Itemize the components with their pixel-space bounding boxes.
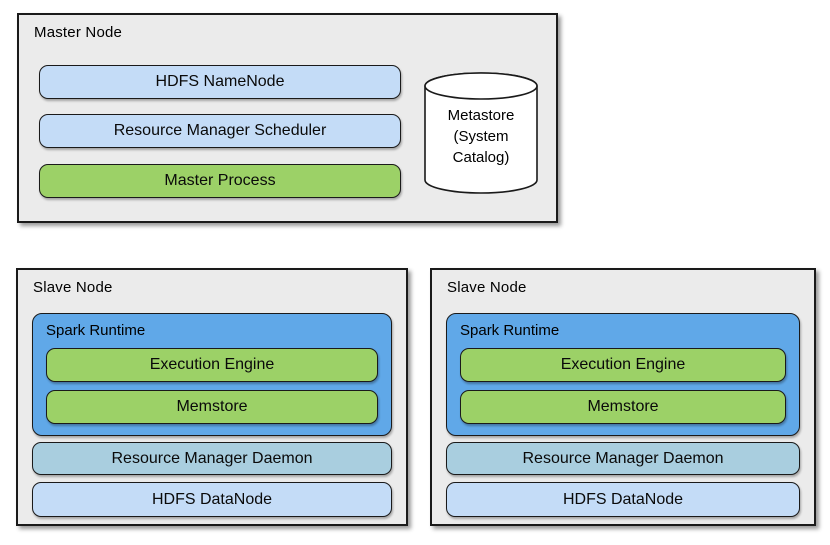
metastore-label-line: (System (453, 128, 509, 145)
slave-node-2: Slave Node Spark Runtime Execution Engin… (430, 268, 816, 526)
spark-runtime-title: Spark Runtime (460, 322, 560, 339)
slave-node-title: Slave Node (447, 279, 527, 296)
hdfs-datanode-box: HDFS DataNode (32, 482, 392, 517)
resource-manager-scheduler-box: Resource Manager Scheduler (39, 114, 401, 148)
spark-runtime-title: Spark Runtime (46, 322, 146, 339)
spark-runtime-box: Spark Runtime Execution Engine Memstore (446, 313, 800, 436)
slave-node-1: Slave Node Spark Runtime Execution Engin… (16, 268, 408, 526)
metastore-label-line: Metastore (447, 107, 515, 124)
resource-manager-daemon-box: Resource Manager Daemon (446, 442, 800, 475)
execution-engine-box: Execution Engine (46, 348, 378, 382)
database-cylinder-icon (424, 72, 538, 194)
spark-runtime-box: Spark Runtime Execution Engine Memstore (32, 313, 392, 436)
resource-manager-daemon-box: Resource Manager Daemon (32, 442, 392, 475)
hdfs-datanode-box: HDFS DataNode (446, 482, 800, 517)
master-node-title: Master Node (34, 24, 123, 41)
metastore-label: Metastore (System Catalog) (423, 105, 539, 168)
memstore-box: Memstore (460, 390, 786, 424)
execution-engine-box: Execution Engine (460, 348, 786, 382)
metastore-cylinder: Metastore (System Catalog) (423, 71, 539, 195)
slave-node-title: Slave Node (33, 279, 113, 296)
metastore-label-line: Catalog) (452, 149, 510, 166)
master-node: Master Node HDFS NameNode Resource Manag… (17, 13, 558, 223)
hdfs-namenode-box: HDFS NameNode (39, 65, 401, 99)
master-process-box: Master Process (39, 164, 401, 198)
memstore-box: Memstore (46, 390, 378, 424)
